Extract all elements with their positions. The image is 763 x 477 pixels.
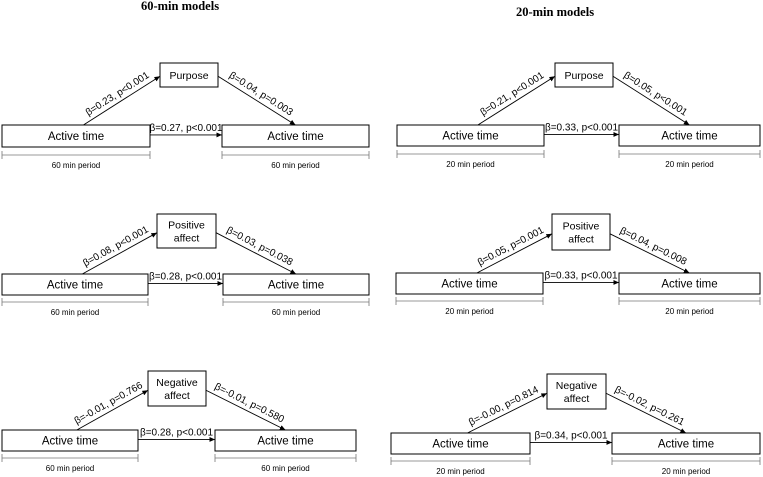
predictor-period-label: 60 min period	[46, 464, 94, 473]
mediator-label: Positive	[563, 221, 600, 233]
path-a-arrow	[477, 75, 556, 126]
path-b-arrow	[215, 232, 297, 275]
outcome-label: Active time	[267, 131, 323, 143]
path-b-arrow	[605, 392, 687, 434]
predictor-label: Active time	[47, 280, 103, 292]
outcome-label: Active time	[268, 280, 324, 292]
predictor-box	[1, 124, 151, 148]
mediator-box	[147, 370, 207, 407]
predictor-label: Active time	[48, 131, 104, 143]
path-b-coefficient: β=0.04, p=0.003	[227, 70, 295, 118]
outcome-label: Active time	[257, 436, 313, 448]
path-b-coefficient: β=0.03, p=0.038	[224, 225, 294, 268]
path-b-arrow	[609, 233, 690, 274]
path-a-coefficient: β=0.05, p=0.001	[476, 225, 546, 269]
mediator-label: Purpose	[169, 70, 208, 82]
predictor-period-bracket	[395, 297, 544, 305]
outcome-period-bracket	[222, 298, 370, 306]
path-a-arrow	[82, 232, 158, 275]
predictor-period-bracket	[1, 454, 139, 462]
mediator-label: affect	[564, 393, 590, 405]
path-a-arrow	[467, 392, 548, 434]
path-c-coefficient: β=0.28, p<0.001	[149, 271, 222, 282]
path-a-coefficient: β=0.08, p<0.001	[81, 224, 151, 269]
path-a-arrow	[76, 389, 149, 431]
path-a-arrow	[476, 233, 553, 274]
predictor-period-label: 60 min period	[51, 308, 99, 317]
path-a-coefficient: β=0.21, p<0.001	[479, 70, 547, 119]
heading-60-min-models: 60-min models	[141, 0, 219, 13]
path-b-arrow	[612, 75, 690, 126]
predictor-period-label: 20 min period	[445, 307, 493, 316]
outcome-label: Active time	[661, 279, 717, 291]
path-c-coefficient: β=0.33, p<0.001	[545, 122, 618, 133]
mediation-model-1: Active time Active time Purpose β=0.23, p<0…	[1, 62, 370, 170]
outcome-label: Active time	[661, 131, 717, 143]
mediator-label: Negative	[556, 380, 598, 392]
outcome-period-label: 20 min period	[665, 307, 713, 316]
outcome-period-label: 60 min period	[271, 161, 319, 170]
path-c-coefficient: β=0.34, p<0.001	[534, 430, 607, 441]
mediator-box	[156, 213, 217, 249]
path-b-coefficient: β=-0.02, p=0.261	[613, 384, 687, 428]
path-b-coefficient: β=0.05, p<0.001	[622, 70, 690, 119]
path-c-coefficient: β=0.33, p<0.001	[544, 270, 617, 281]
outcome-period-bracket	[221, 151, 370, 159]
mediator-label: affect	[568, 234, 594, 246]
predictor-label: Active time	[42, 436, 98, 448]
path-a-coefficient: β=-0.01, p=0.766	[73, 380, 145, 427]
mediator-box	[551, 213, 611, 251]
mediator-label: affect	[174, 233, 200, 245]
heading-20-min-models: 20-min models	[516, 5, 594, 19]
path-b-arrow	[217, 75, 296, 126]
mediation-model-2: Active time Active time Purpose β=0.21, p<0…	[396, 62, 761, 169]
mediator-box	[554, 62, 614, 88]
path-c-coefficient: β=0.28, p<0.001	[140, 427, 213, 438]
predictor-box	[390, 432, 531, 455]
predictor-box	[1, 429, 139, 452]
predictor-box	[395, 272, 544, 295]
outcome-period-bracket	[214, 454, 357, 462]
mediator-label: Positive	[168, 220, 205, 232]
mediator-box	[159, 62, 219, 88]
outcome-label: Active time	[658, 439, 714, 451]
predictor-period-label: 60 min period	[52, 161, 100, 170]
path-a-coefficient: β=0.23, p<0.001	[84, 70, 152, 119]
predictor-period-bracket	[1, 298, 149, 306]
predictor-label: Active time	[432, 439, 488, 451]
path-b-coefficient: β=0.04, p=0.008	[618, 226, 689, 268]
path-a-coefficient: β=-0.00, p=0.814	[467, 384, 541, 428]
predictor-box	[1, 273, 149, 296]
predictor-period-bracket	[396, 150, 545, 158]
predictor-period-bracket	[390, 457, 531, 465]
path-b-coefficient: β=-0.01, p=0.580	[213, 381, 287, 425]
predictor-box	[396, 124, 545, 147]
mediator-label: affect	[164, 390, 190, 402]
outcome-period-label: 20 min period	[662, 467, 710, 476]
mediator-label: Purpose	[564, 70, 603, 82]
mediator-label: Negative	[156, 377, 198, 389]
predictor-label: Active time	[441, 279, 497, 291]
path-a-arrow	[83, 75, 161, 126]
outcome-period-bracket	[611, 457, 761, 465]
predictor-period-label: 20 min period	[446, 160, 494, 169]
path-b-arrow	[205, 389, 286, 431]
outcome-period-bracket	[618, 297, 761, 305]
outcome-period-label: 60 min period	[261, 464, 309, 473]
predictor-period-label: 20 min period	[436, 467, 484, 476]
predictor-label: Active time	[442, 131, 498, 143]
path-c-coefficient: β=0.27, p<0.001	[149, 123, 222, 134]
mediator-box	[546, 373, 607, 410]
outcome-period-label: 60 min period	[272, 308, 320, 317]
outcome-period-label: 20 min period	[665, 160, 713, 169]
outcome-period-bracket	[618, 150, 761, 158]
predictor-period-bracket	[1, 151, 151, 159]
